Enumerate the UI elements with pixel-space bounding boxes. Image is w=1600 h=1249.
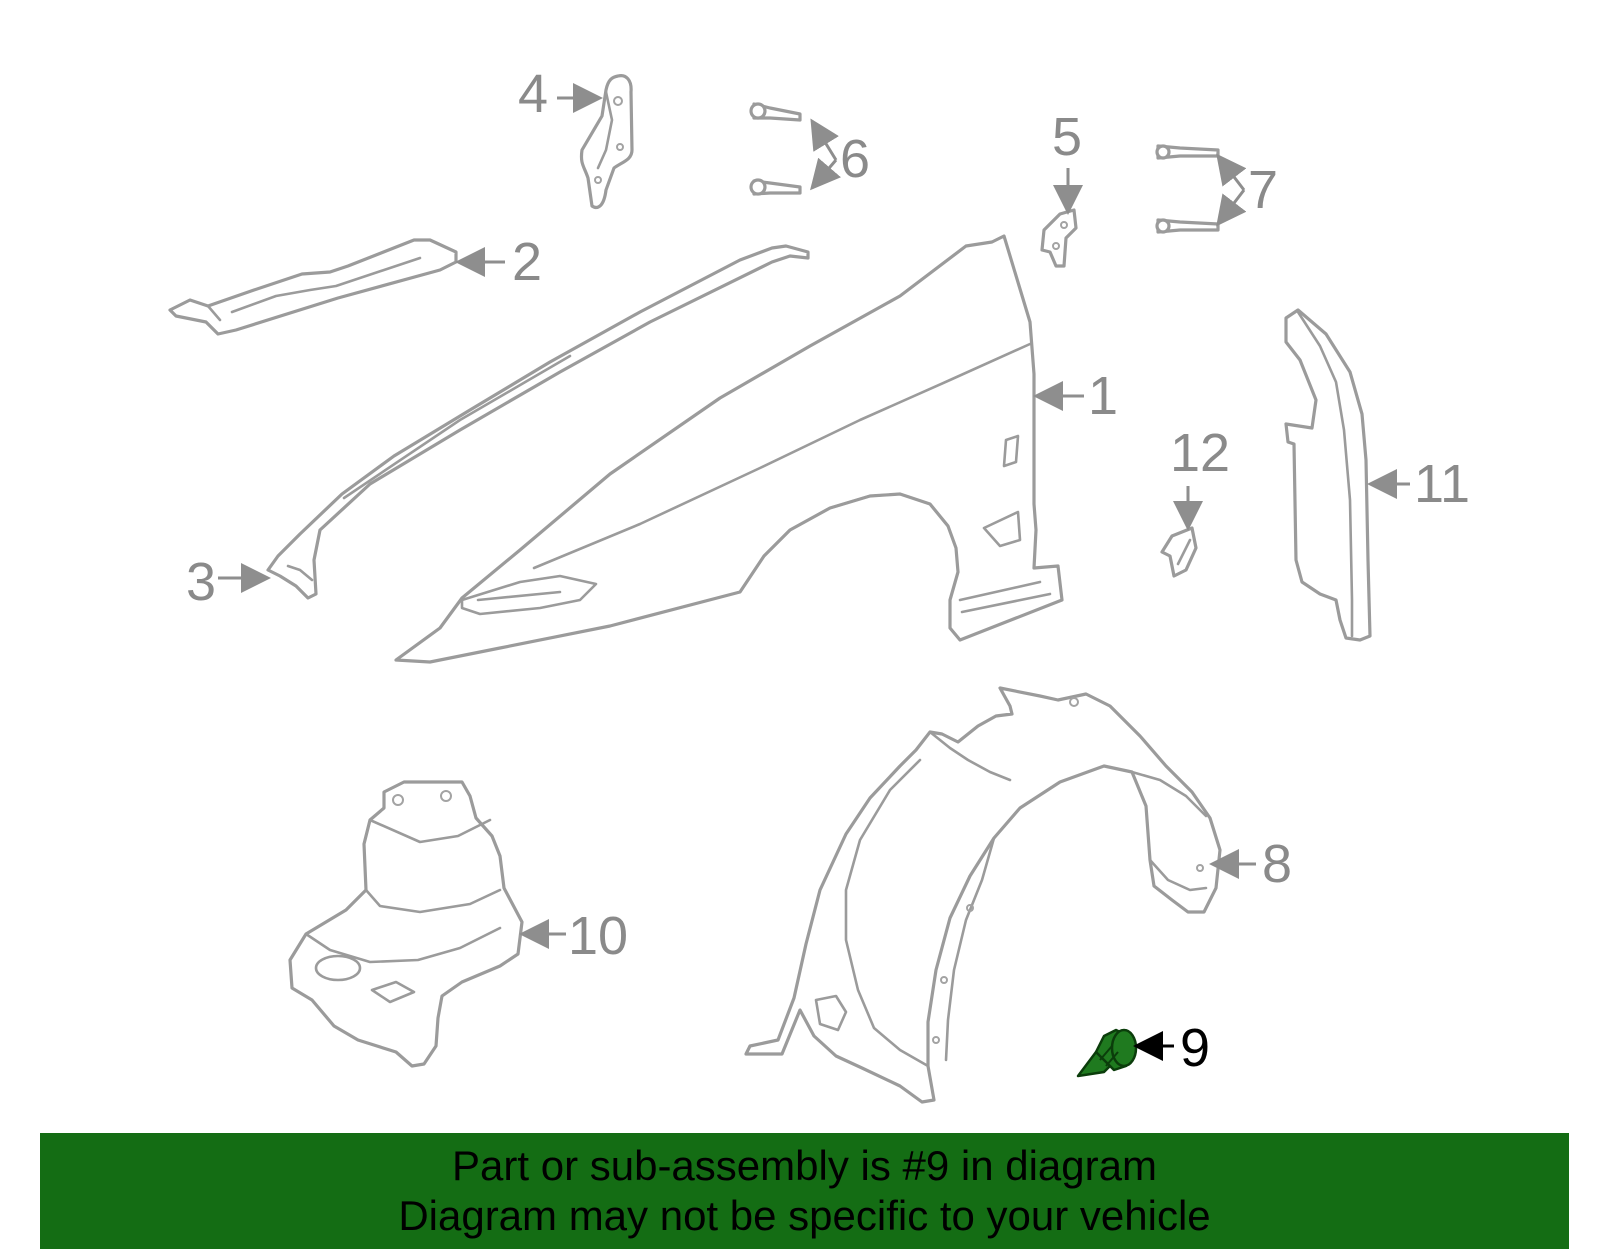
part-3-fender-rail[interactable] <box>266 244 810 600</box>
part-2-reinforcement[interactable] <box>168 238 458 336</box>
callout-3: 3 <box>186 552 216 612</box>
part-8-fender-liner[interactable] <box>744 686 1222 1104</box>
part-12-clip[interactable] <box>1160 526 1198 578</box>
callout-9: 9 <box>1180 1018 1210 1078</box>
callout-4: 4 <box>518 64 548 124</box>
part-7-screws[interactable] <box>1155 144 1220 234</box>
banner-line-1: Part or sub-assembly is #9 in diagram <box>452 1142 1157 1189</box>
callout-11: 11 <box>1414 454 1470 514</box>
callout-7: 7 <box>1248 160 1278 220</box>
part-9-retainer-clip[interactable] <box>1076 1028 1138 1078</box>
callout-1: 1 <box>1088 366 1118 426</box>
callout-10: 10 <box>568 906 628 966</box>
callout-6: 6 <box>840 129 870 189</box>
callout-12: 12 <box>1170 423 1230 483</box>
part-4-hinge-bracket[interactable] <box>579 74 634 210</box>
part-1-fender[interactable] <box>394 234 1064 664</box>
callout-2: 2 <box>512 232 542 292</box>
banner-line-2: Diagram may not be specific to your vehi… <box>398 1192 1211 1239</box>
callout-8: 8 <box>1262 834 1292 894</box>
part-6-bolts[interactable] <box>749 102 802 196</box>
part-5-bracket[interactable] <box>1040 208 1078 268</box>
info-banner: Part or sub-assembly is #9 in diagram Di… <box>40 1133 1569 1249</box>
callout-5: 5 <box>1052 107 1082 167</box>
part-11-splash-shield[interactable] <box>1284 308 1372 642</box>
part-10-lower-shield[interactable] <box>288 780 524 1068</box>
